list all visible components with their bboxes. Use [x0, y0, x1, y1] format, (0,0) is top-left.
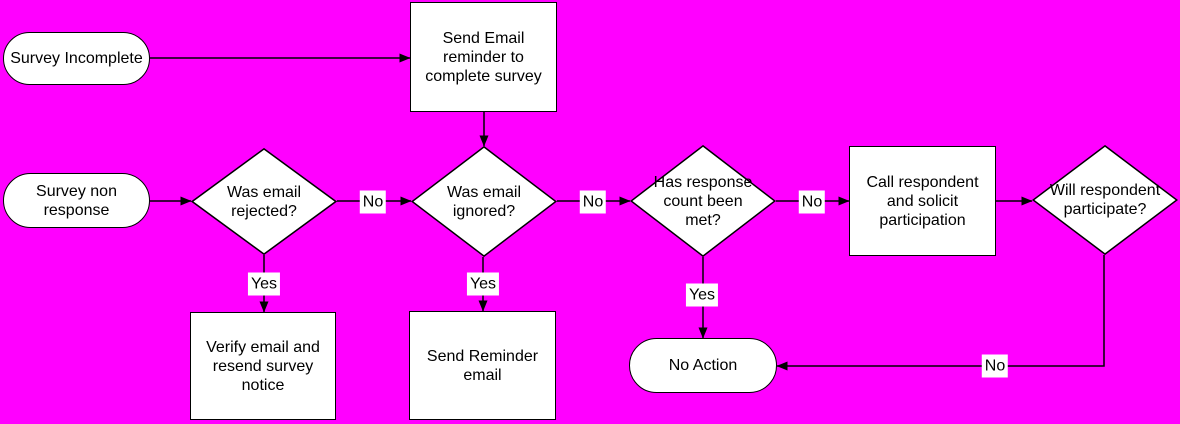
diamond-shape: [411, 146, 557, 257]
edge-label-ignored-yes: Yes: [466, 272, 500, 296]
edge-label-count-no: No: [798, 190, 826, 214]
node-send-reminder-email-label: Send Reminder email: [426, 347, 539, 384]
node-verify-email-resend: Verify email and resend survey notice: [190, 312, 336, 420]
node-has-response-count-been-met-label: Has response count been met?: [653, 173, 753, 229]
node-survey-incomplete: Survey Incomplete: [3, 32, 150, 85]
edge-label-ignored-no: No: [579, 190, 607, 214]
node-was-email-rejected-label: Was email rejected?: [226, 183, 302, 220]
node-survey-non-response-label: Survey non response: [36, 182, 117, 219]
edge-label-count-yes: Yes: [685, 283, 719, 307]
node-was-email-ignored: Was email ignored?: [411, 146, 557, 257]
node-was-email-ignored-label: Was email ignored?: [446, 183, 522, 220]
diamond-shape: [630, 145, 776, 257]
edge-label-participate-no: No: [981, 354, 1009, 378]
node-has-response-count-been-met: Has response count been met?: [630, 145, 776, 257]
node-survey-incomplete-label: Survey Incomplete: [10, 50, 143, 67]
diamond-shape: [1032, 145, 1178, 255]
node-no-action: No Action: [629, 338, 777, 393]
node-send-reminder-email: Send Reminder email: [409, 311, 556, 420]
node-send-email-reminder-label: Send Email reminder to complete survey: [425, 29, 542, 85]
node-survey-non-response: Survey non response: [3, 173, 150, 228]
node-will-respondent-participate: Will respondent participate?: [1032, 145, 1178, 255]
node-was-email-rejected: Was email rejected?: [191, 148, 337, 255]
node-send-email-reminder: Send Email reminder to complete survey: [410, 2, 557, 112]
edge-label-rejected-yes: Yes: [247, 272, 281, 296]
edge-label-rejected-no: No: [359, 190, 387, 214]
node-call-respondent: Call respondent and solicit participatio…: [849, 146, 996, 256]
node-verify-email-resend-label: Verify email and resend survey notice: [206, 338, 320, 394]
edge-participate-no-to-noaction: [776, 255, 1105, 371]
node-call-respondent-label: Call respondent and solicit participatio…: [866, 173, 979, 229]
node-will-respondent-participate-label: Will respondent participate?: [1049, 182, 1161, 218]
diamond-shape: [191, 148, 337, 255]
node-no-action-label: No Action: [668, 357, 738, 374]
